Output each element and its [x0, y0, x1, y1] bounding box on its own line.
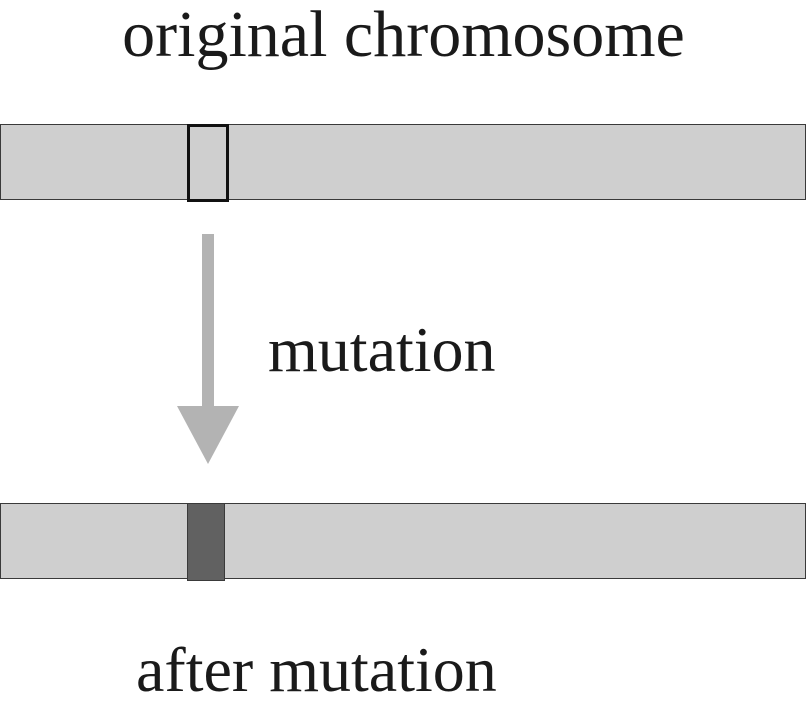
arrow-head	[177, 406, 239, 464]
mutation-label: mutation	[268, 314, 496, 385]
mutated-gene-segment	[187, 503, 225, 581]
original-gene-segment	[187, 124, 229, 202]
after-mutation-label: after mutation	[136, 634, 497, 705]
mutated-chromosome-bar	[0, 503, 806, 581]
original-chromosome-bar	[0, 124, 806, 202]
arrow-shaft	[202, 234, 214, 410]
down-arrow-icon	[177, 234, 239, 464]
original-chromosome-label: original chromosome	[122, 0, 685, 71]
